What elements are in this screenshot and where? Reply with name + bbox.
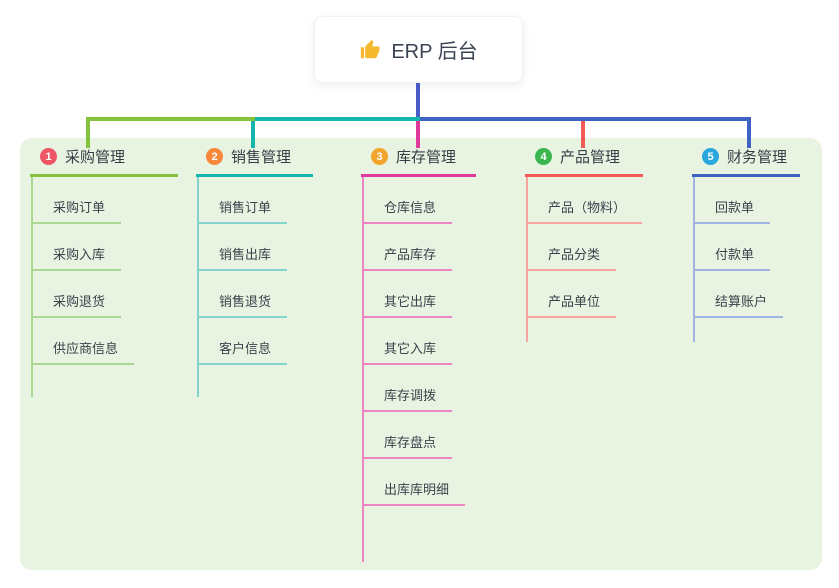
child-node-库存盘点[interactable]: 库存盘点 [362, 412, 453, 459]
branch-number-badge: 1 [40, 148, 57, 165]
branch-label: 财务管理 [727, 149, 788, 166]
root-connector-line [416, 83, 420, 121]
branch-label: 销售管理 [231, 149, 292, 166]
child-node-产品（物料）[interactable]: 产品（物料） [526, 177, 643, 224]
branch-number-badge: 2 [206, 148, 223, 165]
branch-children-采购管理: 采购订单采购入库采购退货供应商信息 [31, 177, 135, 397]
branch-connector-line [416, 121, 420, 148]
children-connector-rail [693, 177, 695, 342]
trunk-segment-teal [255, 117, 420, 121]
branch-children-销售管理: 销售订单销售出库销售退货客户信息 [197, 177, 288, 397]
branch-number-badge: 3 [371, 148, 388, 165]
branch-label: 库存管理 [396, 149, 457, 166]
branch-number-badge: 4 [535, 148, 552, 165]
children-connector-rail [31, 177, 33, 397]
branch-connector-line [251, 121, 255, 148]
child-node-产品分类[interactable]: 产品分类 [526, 224, 617, 271]
thumbs-up-icon [359, 39, 381, 61]
child-node-采购订单[interactable]: 采购订单 [31, 177, 122, 224]
child-node-回款单[interactable]: 回款单 [693, 177, 771, 224]
child-node-结算账户[interactable]: 结算账户 [693, 271, 784, 318]
branch-label: 产品管理 [560, 149, 621, 166]
children-connector-rail [526, 177, 528, 342]
branch-node-采购管理[interactable]: 1 采购管理 [30, 146, 178, 177]
branch-children-产品管理: 产品（物料）产品分类产品单位 [526, 177, 643, 342]
child-node-销售出库[interactable]: 销售出库 [197, 224, 288, 271]
branch-children-库存管理: 仓库信息产品库存其它出库其它入库库存调拨库存盘点出库库明细 [362, 177, 466, 562]
root-node[interactable]: ERP 后台 [314, 16, 523, 83]
branch-connector-line [86, 121, 90, 148]
child-node-客户信息[interactable]: 客户信息 [197, 318, 288, 365]
branch-children-财务管理: 回款单付款单结算账户 [693, 177, 784, 342]
children-connector-rail [362, 177, 364, 562]
trunk-segment-blue [420, 117, 751, 121]
child-node-出库库明细[interactable]: 出库库明细 [362, 459, 466, 506]
root-label: ERP 后台 [391, 41, 478, 63]
branch-node-财务管理[interactable]: 5 财务管理 [692, 146, 800, 177]
children-connector-rail [197, 177, 199, 397]
child-node-付款单[interactable]: 付款单 [693, 224, 771, 271]
child-node-采购入库[interactable]: 采购入库 [31, 224, 122, 271]
child-node-库存调拨[interactable]: 库存调拨 [362, 365, 453, 412]
trunk-segment-green [86, 117, 255, 121]
branch-node-销售管理[interactable]: 2 销售管理 [196, 146, 313, 177]
branch-connector-line [747, 121, 751, 148]
child-node-销售退货[interactable]: 销售退货 [197, 271, 288, 318]
child-node-采购退货[interactable]: 采购退货 [31, 271, 122, 318]
branch-number-badge: 5 [702, 148, 719, 165]
branch-node-库存管理[interactable]: 3 库存管理 [361, 146, 476, 177]
child-node-销售订单[interactable]: 销售订单 [197, 177, 288, 224]
child-node-产品库存[interactable]: 产品库存 [362, 224, 453, 271]
child-node-供应商信息[interactable]: 供应商信息 [31, 318, 135, 365]
child-node-其它出库[interactable]: 其它出库 [362, 271, 453, 318]
child-node-仓库信息[interactable]: 仓库信息 [362, 177, 453, 224]
branch-label: 采购管理 [65, 149, 126, 166]
branches-panel [20, 138, 822, 570]
child-node-其它入库[interactable]: 其它入库 [362, 318, 453, 365]
branch-node-产品管理[interactable]: 4 产品管理 [525, 146, 643, 177]
child-node-产品单位[interactable]: 产品单位 [526, 271, 617, 318]
branch-connector-line [581, 121, 585, 148]
